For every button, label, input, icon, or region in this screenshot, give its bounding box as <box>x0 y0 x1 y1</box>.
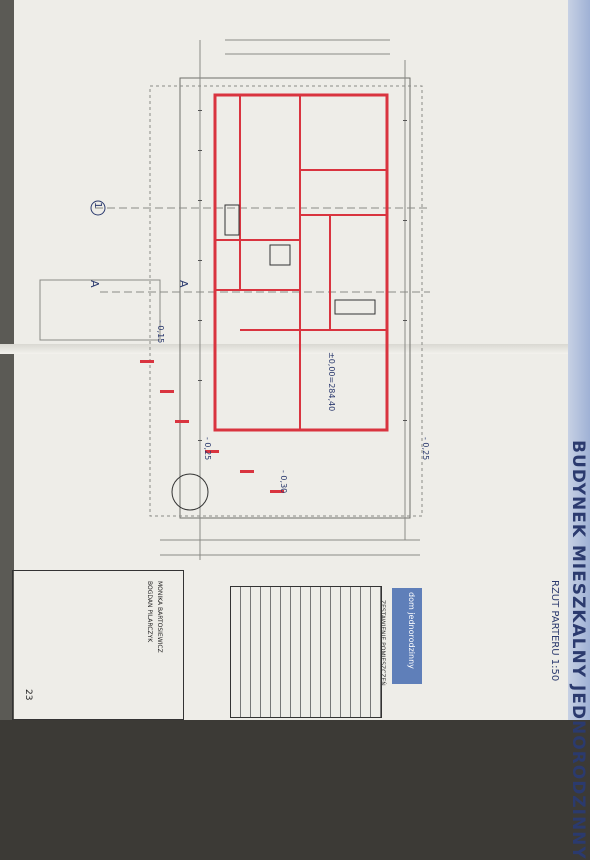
floor-plan-drawing <box>39 39 430 560</box>
level-left: - 0,25 <box>203 437 212 461</box>
axis-one: 1 <box>92 202 103 209</box>
sheet-fold <box>0 344 590 354</box>
level-mid: - 0,30 <box>279 470 288 494</box>
level-top: - 0,15 <box>156 320 165 344</box>
outer-dimension-frame <box>179 77 411 519</box>
room-schedule-table <box>230 586 382 718</box>
level-main: ±0,00=284,40 <box>327 352 336 412</box>
binder-spine <box>0 0 14 720</box>
legend-box: dom jednorodzinny <box>392 588 422 684</box>
axis-a-left: A <box>88 280 101 288</box>
cover-edge <box>568 0 590 720</box>
terrace-outline <box>39 279 161 341</box>
bathtub-symbol <box>224 204 240 236</box>
toilet-symbol <box>269 244 291 266</box>
stamp-line-1: MONIKA BARTOSIEWICZ <box>156 581 163 653</box>
title-block-stamp: MONIKA BARTOSIEWICZ BOGDAN PILARCZYK 23 <box>12 570 184 720</box>
round-table-symbol <box>171 473 209 511</box>
red-dimension-labels <box>140 360 284 493</box>
axis-markers <box>90 200 106 216</box>
kitchen-counter-symbol <box>334 299 376 315</box>
walls <box>213 93 389 432</box>
plot-boundary <box>149 85 423 517</box>
dimension-ticks <box>198 110 407 441</box>
level-right: - 0,25 <box>421 437 430 461</box>
stamp-sheet-number: 23 <box>23 689 33 701</box>
drawing-title: BUDYNEK MIESZKALNY JEDNORODZINNY <box>568 440 588 860</box>
legend-label: dom jednorodzinny <box>407 592 416 669</box>
stamp-line-2: BOGDAN PILARCZYK <box>146 581 153 643</box>
drawing-subtitle: RZUT PARTERU 1:50 <box>549 580 560 682</box>
axis-a-right: A <box>177 280 190 288</box>
